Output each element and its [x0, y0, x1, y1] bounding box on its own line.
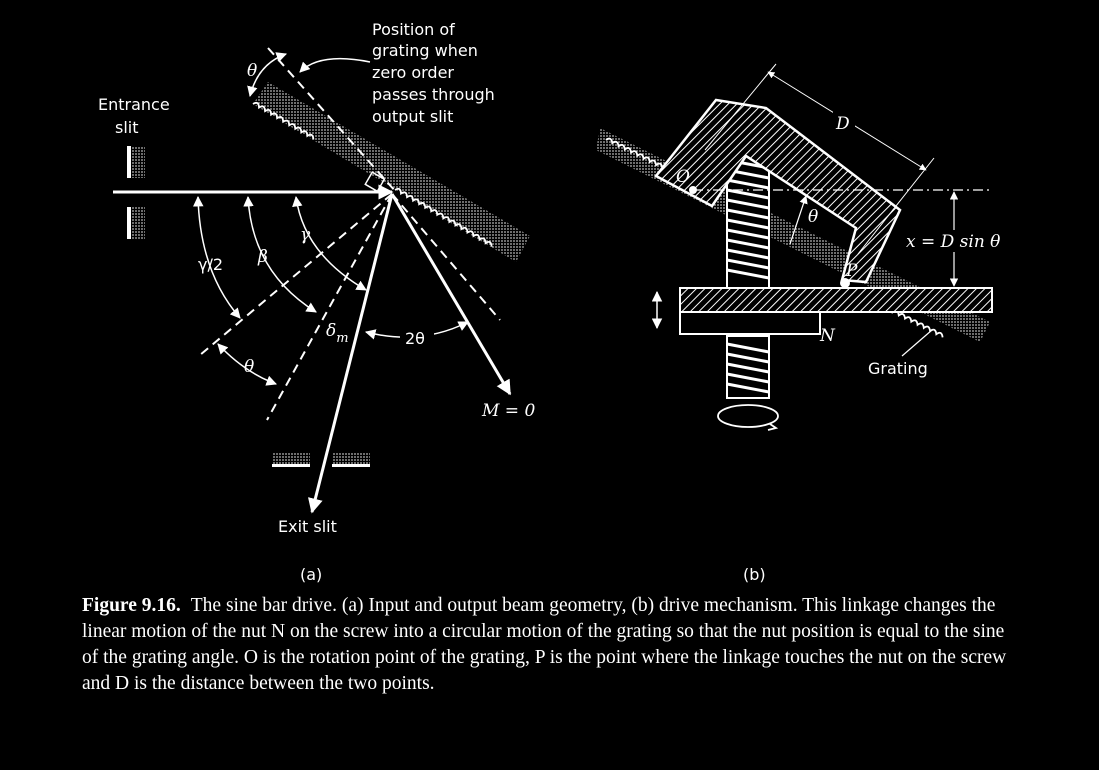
point-p-dot [840, 278, 850, 288]
beta-label: β [257, 247, 268, 267]
rotation-arrow [717, 404, 779, 428]
linkage-arm [654, 98, 902, 284]
nut-n-label: N [819, 326, 836, 346]
entrance-slit-jaws [127, 146, 145, 239]
dashed-line-beta [266, 193, 393, 421]
entrance-slit-label: Entrance slit [98, 95, 175, 137]
formula-label: x = D sin θ [906, 232, 1000, 252]
panel-a-label: (a) [300, 565, 322, 584]
grating-leader-b [901, 329, 933, 357]
zero-order-label: M = 0 [481, 401, 535, 421]
arc-half-gamma [193, 195, 241, 319]
delta-m-label: δm [326, 321, 349, 346]
panel-b-label: (b) [743, 565, 766, 584]
position-note-pointer [299, 57, 371, 73]
arc-beta [243, 195, 317, 313]
distance-d-label: D [835, 114, 850, 134]
grating-label-b: Grating [868, 359, 928, 378]
panel-a: Entrance slit θ Position of grating when… [98, 20, 535, 584]
theta-arc-top [247, 52, 287, 98]
theta-label-b: θ [808, 207, 818, 227]
half-gamma-label: γ/2 [198, 255, 223, 274]
d-extension-1 [704, 63, 777, 151]
zero-order-beam [390, 193, 512, 396]
d-extension-2 [857, 157, 935, 255]
caption-label: Figure 9.16. [82, 595, 181, 616]
position-note: Position of grating when zero order pass… [372, 20, 500, 126]
theta-label-top: θ [247, 61, 257, 81]
exit-slit-jaws [272, 452, 370, 467]
grating-teeth-b [605, 137, 670, 172]
rotation-arrow-head [767, 423, 779, 431]
grating-body [253, 82, 530, 262]
diffracted-beam-to-exit [308, 193, 394, 514]
sine-bar-drive-figure: Entrance slit θ Position of grating when… [98, 20, 1010, 584]
nut [679, 287, 993, 335]
grating-teeth-lower [394, 187, 493, 247]
right-angle-mark [364, 171, 386, 193]
point-p-label: P [845, 261, 858, 281]
zero-order-grating-position [267, 47, 397, 193]
dashed-line-half-gamma [199, 193, 393, 356]
point-o-label: O [676, 167, 690, 187]
caption-text: The sine bar drive. (a) Input and output… [82, 595, 1007, 694]
two-theta-label: 2θ [405, 329, 425, 348]
theta-arrow-b [789, 195, 808, 245]
exit-slit-label: Exit slit [278, 517, 337, 536]
figure-caption: Figure 9.16.The sine bar drive. (a) Inpu… [82, 593, 1022, 697]
theta-label-bottom: θ [244, 357, 254, 377]
arc-theta-bottom [217, 343, 277, 386]
arc-gamma [292, 195, 367, 291]
dashed-line-normal [391, 193, 501, 321]
grating-teeth [252, 101, 315, 140]
gamma-label: γ [300, 225, 311, 245]
panel-b: O P N D θ x = D sin θ Grating (b) [596, 63, 1010, 584]
